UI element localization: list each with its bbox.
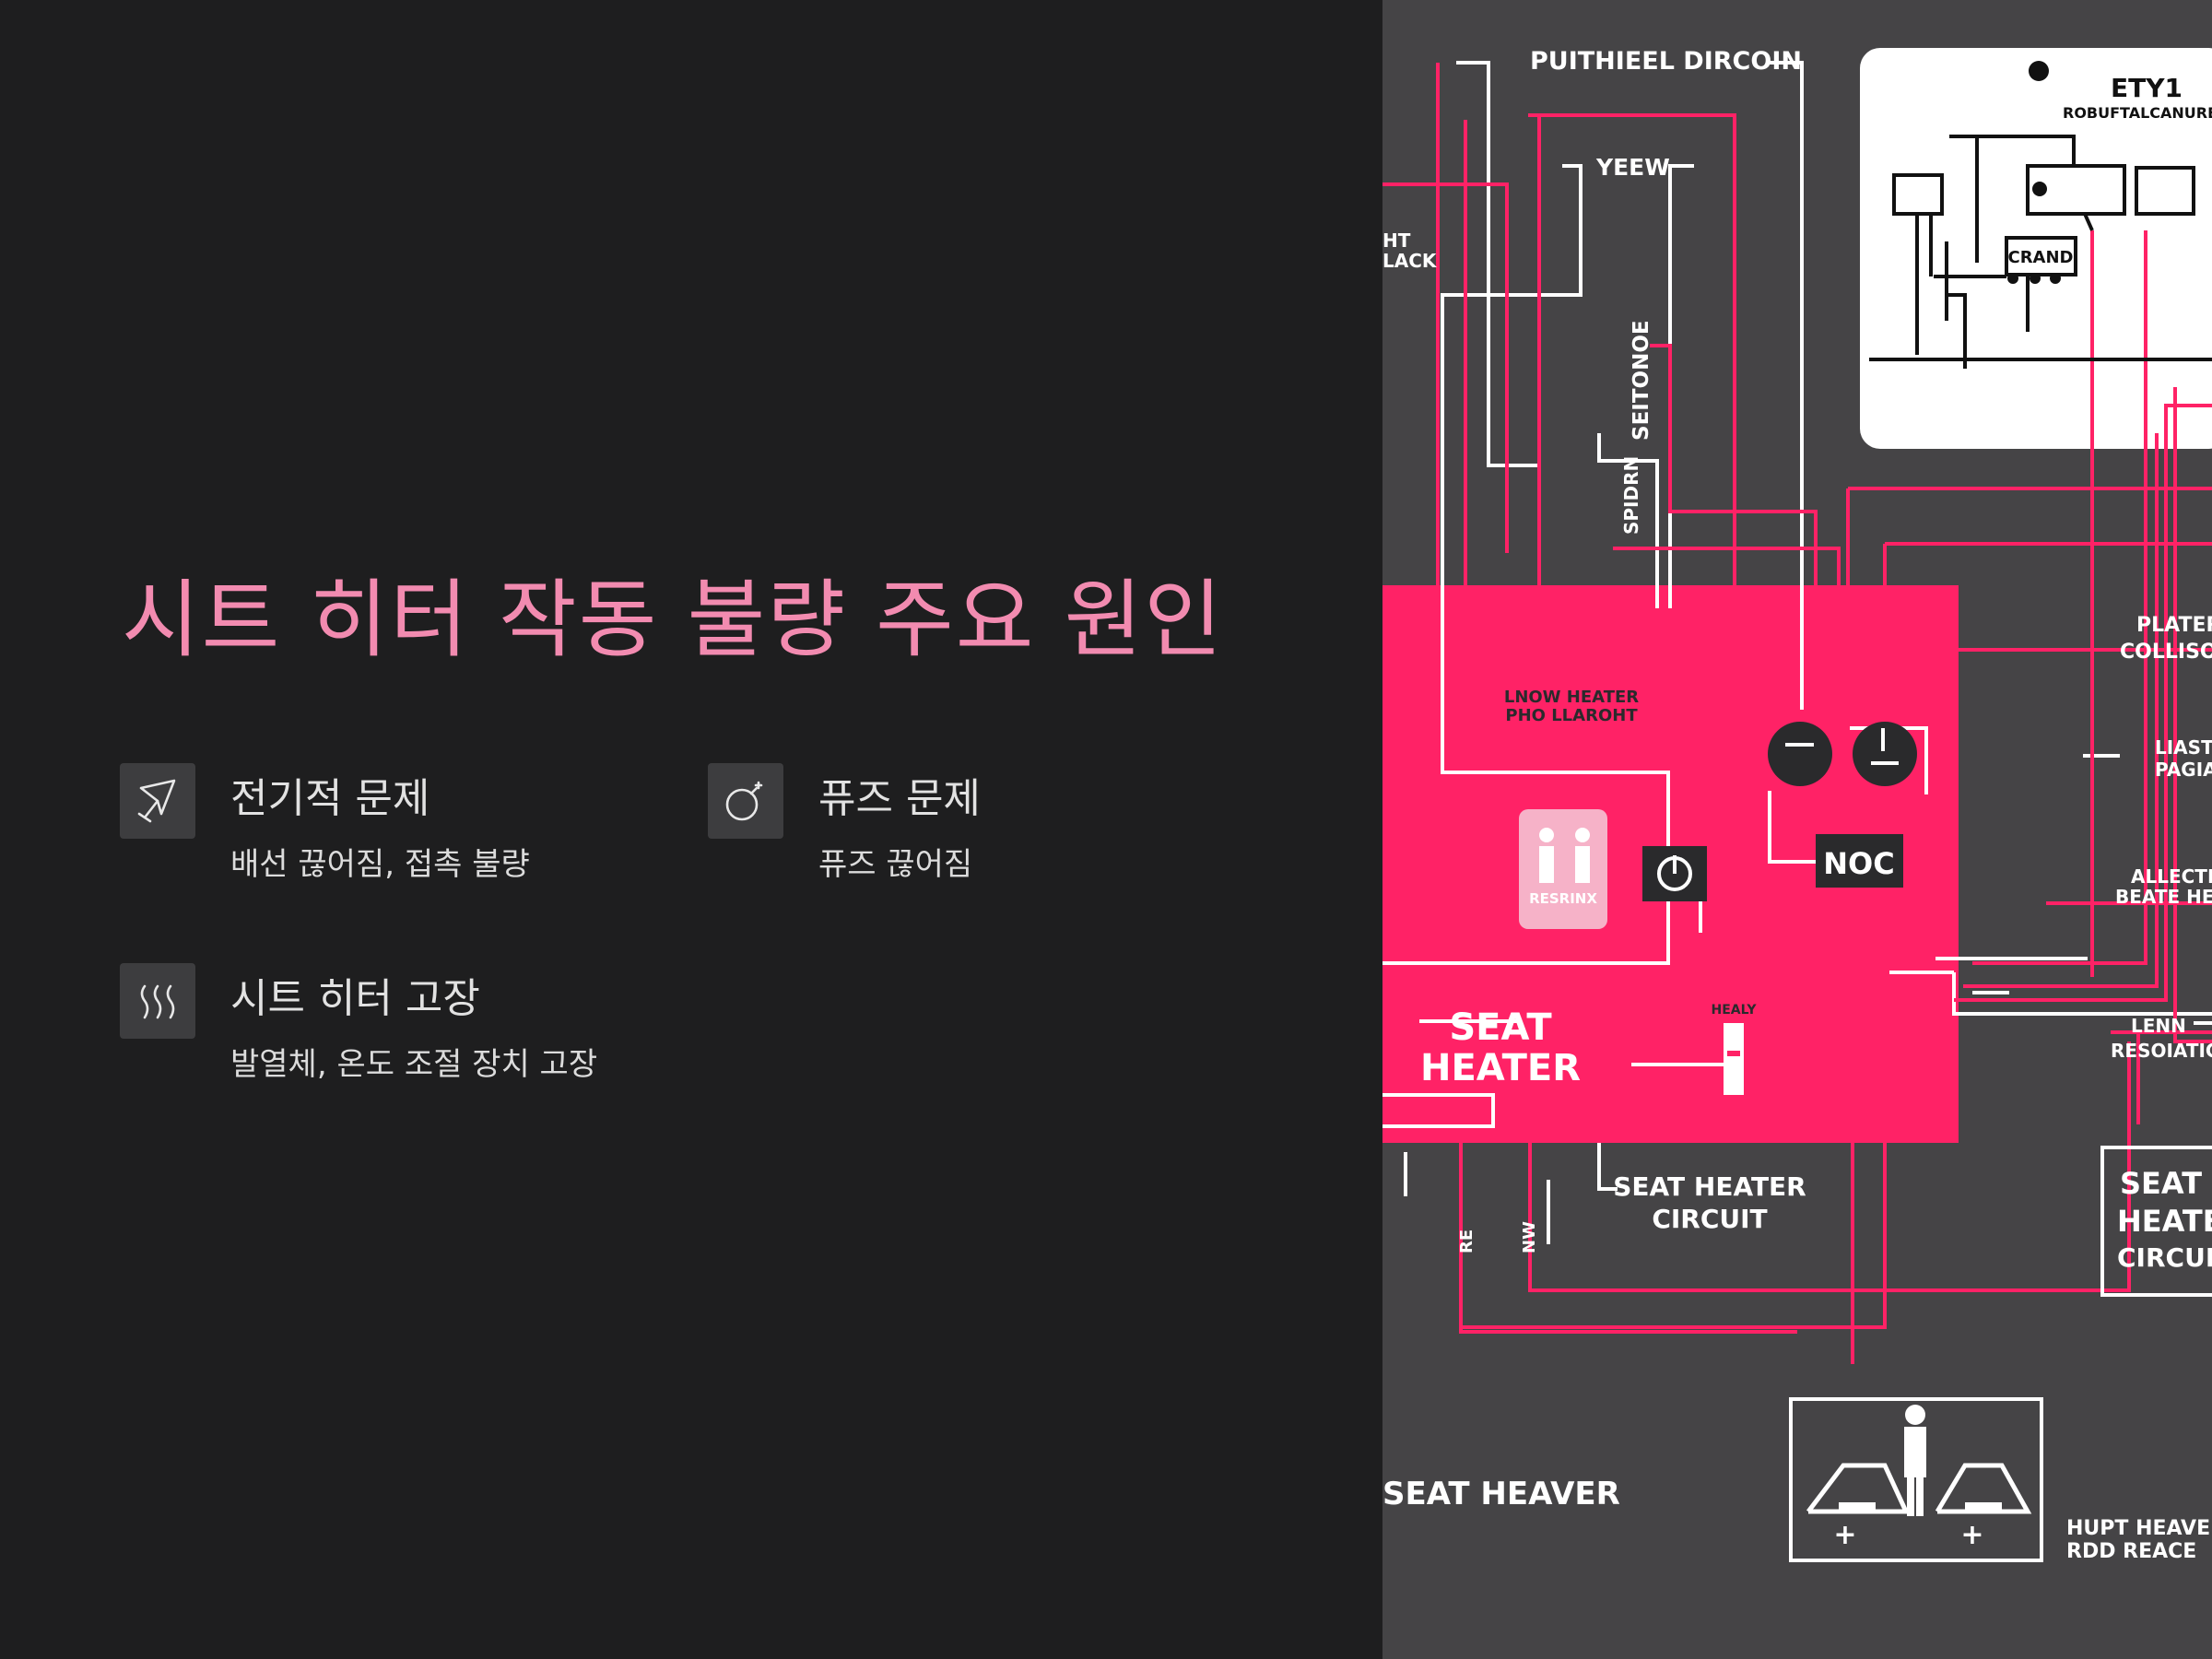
circuit-label-1: SEAT HEATER <box>1613 1171 1806 1202</box>
ety1-label: ETY1 <box>2111 73 2183 103</box>
seat-heater-label-1: SEAT <box>1449 1006 1552 1049</box>
resrinx-label: RESRINX <box>1529 890 1597 907</box>
hupt-label-2: RDD REACE <box>2066 1540 2196 1563</box>
slide-title: 시트 히터 작동 불량 주요 원인 <box>122 571 1224 669</box>
top-label: PUITHIEEL DIRCOIN <box>1530 47 1802 76</box>
allecti-label: ALLECTI <box>2131 865 2212 888</box>
heat-waves-icon <box>120 963 195 1039</box>
liast-label: LIAST <box>2155 736 2212 759</box>
yeew-label: YEEW <box>1595 154 1670 181</box>
wiring-diagram-image: NOC RESRINX HEALY PUITHIEEL DIRCOIN YEEW… <box>1382 0 2212 1659</box>
seitonoe-label: SEITONOE <box>1630 320 1653 441</box>
spidrn-label: SPIDRN <box>1620 456 1642 535</box>
seat-heater-label-2: HEATER <box>1420 1047 1581 1089</box>
cause-title: 퓨즈 문제 <box>818 775 981 822</box>
nw-label: NW <box>1520 1221 1539 1253</box>
left-cut-label-2: LACK <box>1382 250 1438 272</box>
noc-label: NOC <box>1823 846 1894 881</box>
seat-heaver-label: SEAT HEAVER <box>1382 1476 1620 1512</box>
seat-box-label-1: SEAT <box>2120 1166 2202 1201</box>
plus-icon: + <box>1960 1519 1983 1551</box>
cause-desc: 퓨즈 끊어짐 <box>818 846 973 883</box>
hupt-label-1: HUPT HEAVER. <box>2066 1517 2212 1540</box>
plus-icon: + <box>1833 1519 1856 1551</box>
fuse-icon <box>708 763 783 839</box>
lenn-label: LENN <box>2131 1015 2186 1037</box>
circuit-label-2: CIRCUIT <box>1652 1204 1767 1234</box>
crand-label: CRAND <box>2007 248 2073 267</box>
cause-title: 전기적 문제 <box>230 775 430 822</box>
seat-box-label-3: CIRCUIT <box>2117 1242 2212 1273</box>
robust-label: ROBUFTALCANURE <box>2063 104 2212 122</box>
module-box <box>1860 48 2212 449</box>
healy-label: HEALY <box>1712 1003 1758 1018</box>
colliso-label: COLLISON <box>2120 641 2212 664</box>
cause-title: 시트 히터 고장 <box>230 975 480 1022</box>
pagia-label: PAGIAI <box>2155 759 2212 781</box>
re-label: RE <box>1457 1230 1477 1253</box>
lnow-heater-label-2: PHO LLAROHT <box>1505 706 1638 725</box>
cause-desc: 발열체, 온도 조절 장치 고장 <box>230 1046 598 1083</box>
cause-desc: 배선 끊어짐, 접촉 불량 <box>230 846 530 883</box>
seat-box-label-2: HEATE <box>2117 1204 2212 1239</box>
resoiatic-label: RESOIATIC <box>2111 1040 2212 1062</box>
plater-label: PLATER <box>2136 614 2212 637</box>
plug-icon <box>120 763 195 839</box>
text-panel: 시트 히터 작동 불량 주요 원인 전기적 문제 배선 끊어짐, 접촉 불량 퓨… <box>120 571 1224 1083</box>
wiring-diagram: NOC RESRINX HEALY PUITHIEEL DIRCOIN YEEW… <box>1382 0 2212 1659</box>
left-cut-label-1: HT <box>1382 229 1411 252</box>
beate-label: BEATE HEA <box>2115 886 2212 908</box>
lnow-heater-label-1: LNOW HEATER <box>1504 688 1639 707</box>
